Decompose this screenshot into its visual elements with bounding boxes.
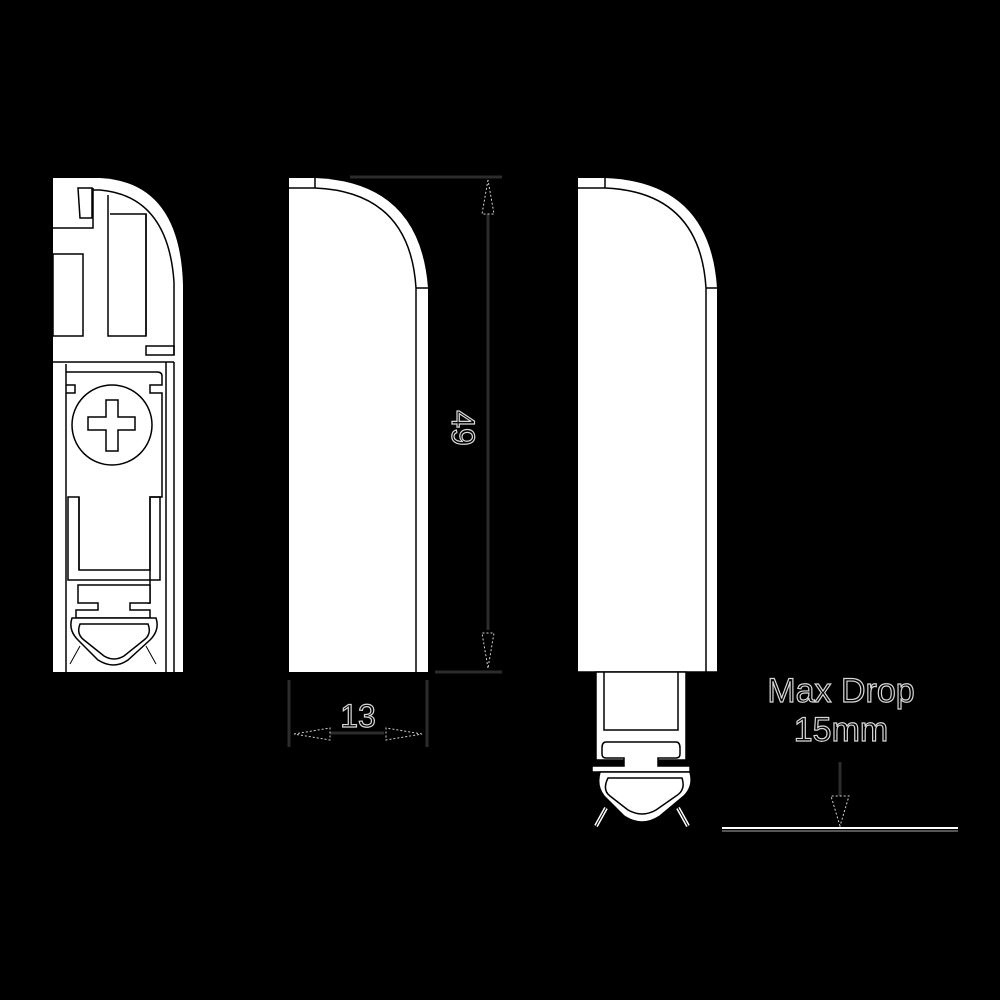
cross-section-view [52,178,183,672]
arrow-down-icon [830,795,850,828]
side-view-retracted [289,178,428,672]
max-drop-value: 15mm [794,711,888,749]
max-drop-label: Max Drop [767,672,914,710]
arrow-right-icon [385,727,423,741]
dimension-width-label: 13 [340,698,376,734]
side-view-dropped [578,178,717,827]
dimension-arrows [293,179,495,741]
dimension-height-label: 49 [445,410,481,446]
arrow-down-icon [481,632,495,669]
arrow-left-icon [293,727,331,741]
dimension-lines [287,175,502,747]
arrow-up-icon [481,179,495,215]
